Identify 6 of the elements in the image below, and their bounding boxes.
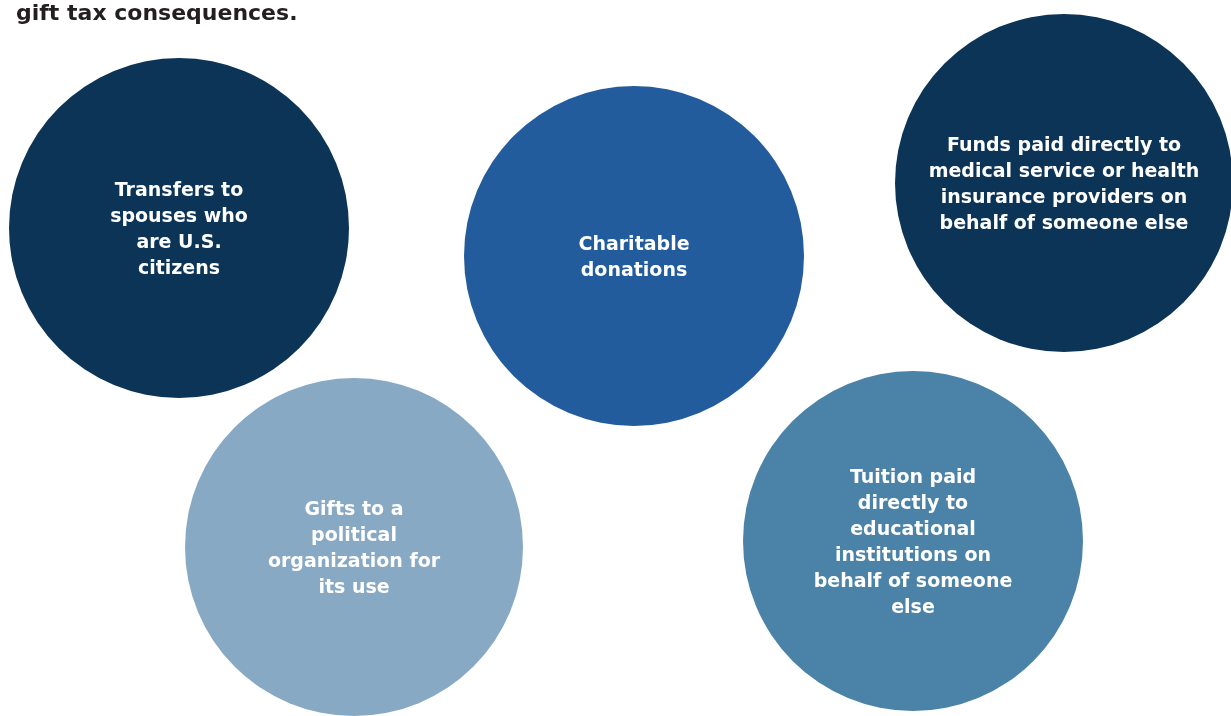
circle-label: Charitable donations xyxy=(577,231,691,282)
circle-label: Transfers to spouses who are U.S. citizens xyxy=(109,177,249,280)
circle-label: Funds paid directly to medical service or health insurance providers on behalf of someone else xyxy=(927,132,1201,235)
circle-label: Gifts to a political organization for its use xyxy=(266,496,442,599)
circle-label: Tuition paid directly to educational institutions on behalf of someone else xyxy=(813,464,1013,619)
title: gift tax consequences. xyxy=(16,0,298,25)
